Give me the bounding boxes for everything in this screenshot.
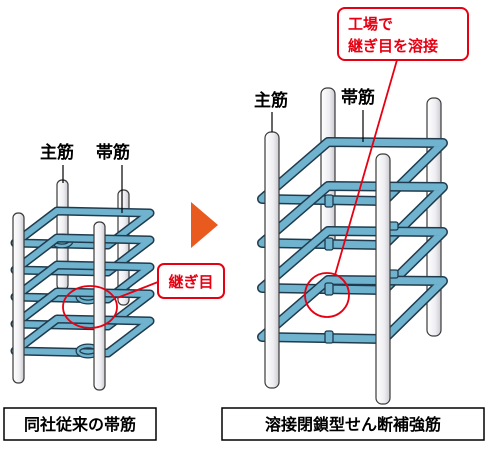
callout-pointer bbox=[116, 281, 159, 299]
weld-joint bbox=[324, 282, 334, 296]
weld-joint bbox=[324, 330, 334, 344]
hoop bbox=[257, 226, 448, 295]
right-caption-box bbox=[221, 407, 485, 441]
weld-joint bbox=[324, 237, 334, 251]
left-caption-box bbox=[3, 407, 157, 441]
hoop-set bbox=[257, 137, 448, 344]
right-main-bar-label: 主筋 bbox=[254, 90, 288, 111]
main-bar bbox=[264, 131, 280, 389]
left-caption: 同社従来の帯筋 bbox=[24, 415, 136, 434]
right-caption: 溶接閉鎖型せん断補強筋 bbox=[265, 415, 441, 434]
callout-pointer bbox=[334, 59, 398, 276]
main-bar bbox=[12, 212, 25, 384]
joint-highlight-circle bbox=[62, 285, 118, 329]
left-main-bar-label: 主筋 bbox=[40, 142, 74, 163]
right-hoop-label: 帯筋 bbox=[341, 87, 375, 108]
weld-joint bbox=[324, 194, 334, 208]
weld-callout-box bbox=[337, 7, 469, 61]
weld-callout-line1: 工場で bbox=[348, 15, 393, 33]
right-cage bbox=[257, 87, 448, 405]
transition-arrow bbox=[191, 202, 218, 248]
hoop bbox=[257, 137, 448, 206]
main-bar bbox=[93, 221, 106, 391]
main-bar bbox=[320, 87, 336, 249]
joint-callout-text: 継ぎ目 bbox=[168, 273, 213, 291]
joint-callout-box bbox=[157, 263, 225, 299]
weld-joints bbox=[324, 194, 399, 344]
weld-highlight-circle bbox=[304, 272, 350, 318]
left-hoop-label: 帯筋 bbox=[96, 142, 130, 163]
left-cage bbox=[10, 165, 155, 391]
weld-callout-line2: 継ぎ目を溶接 bbox=[348, 37, 438, 55]
hoop bbox=[10, 233, 155, 277]
hoop-set bbox=[10, 206, 155, 359]
main-bar bbox=[375, 153, 391, 405]
main-bar bbox=[117, 189, 130, 306]
